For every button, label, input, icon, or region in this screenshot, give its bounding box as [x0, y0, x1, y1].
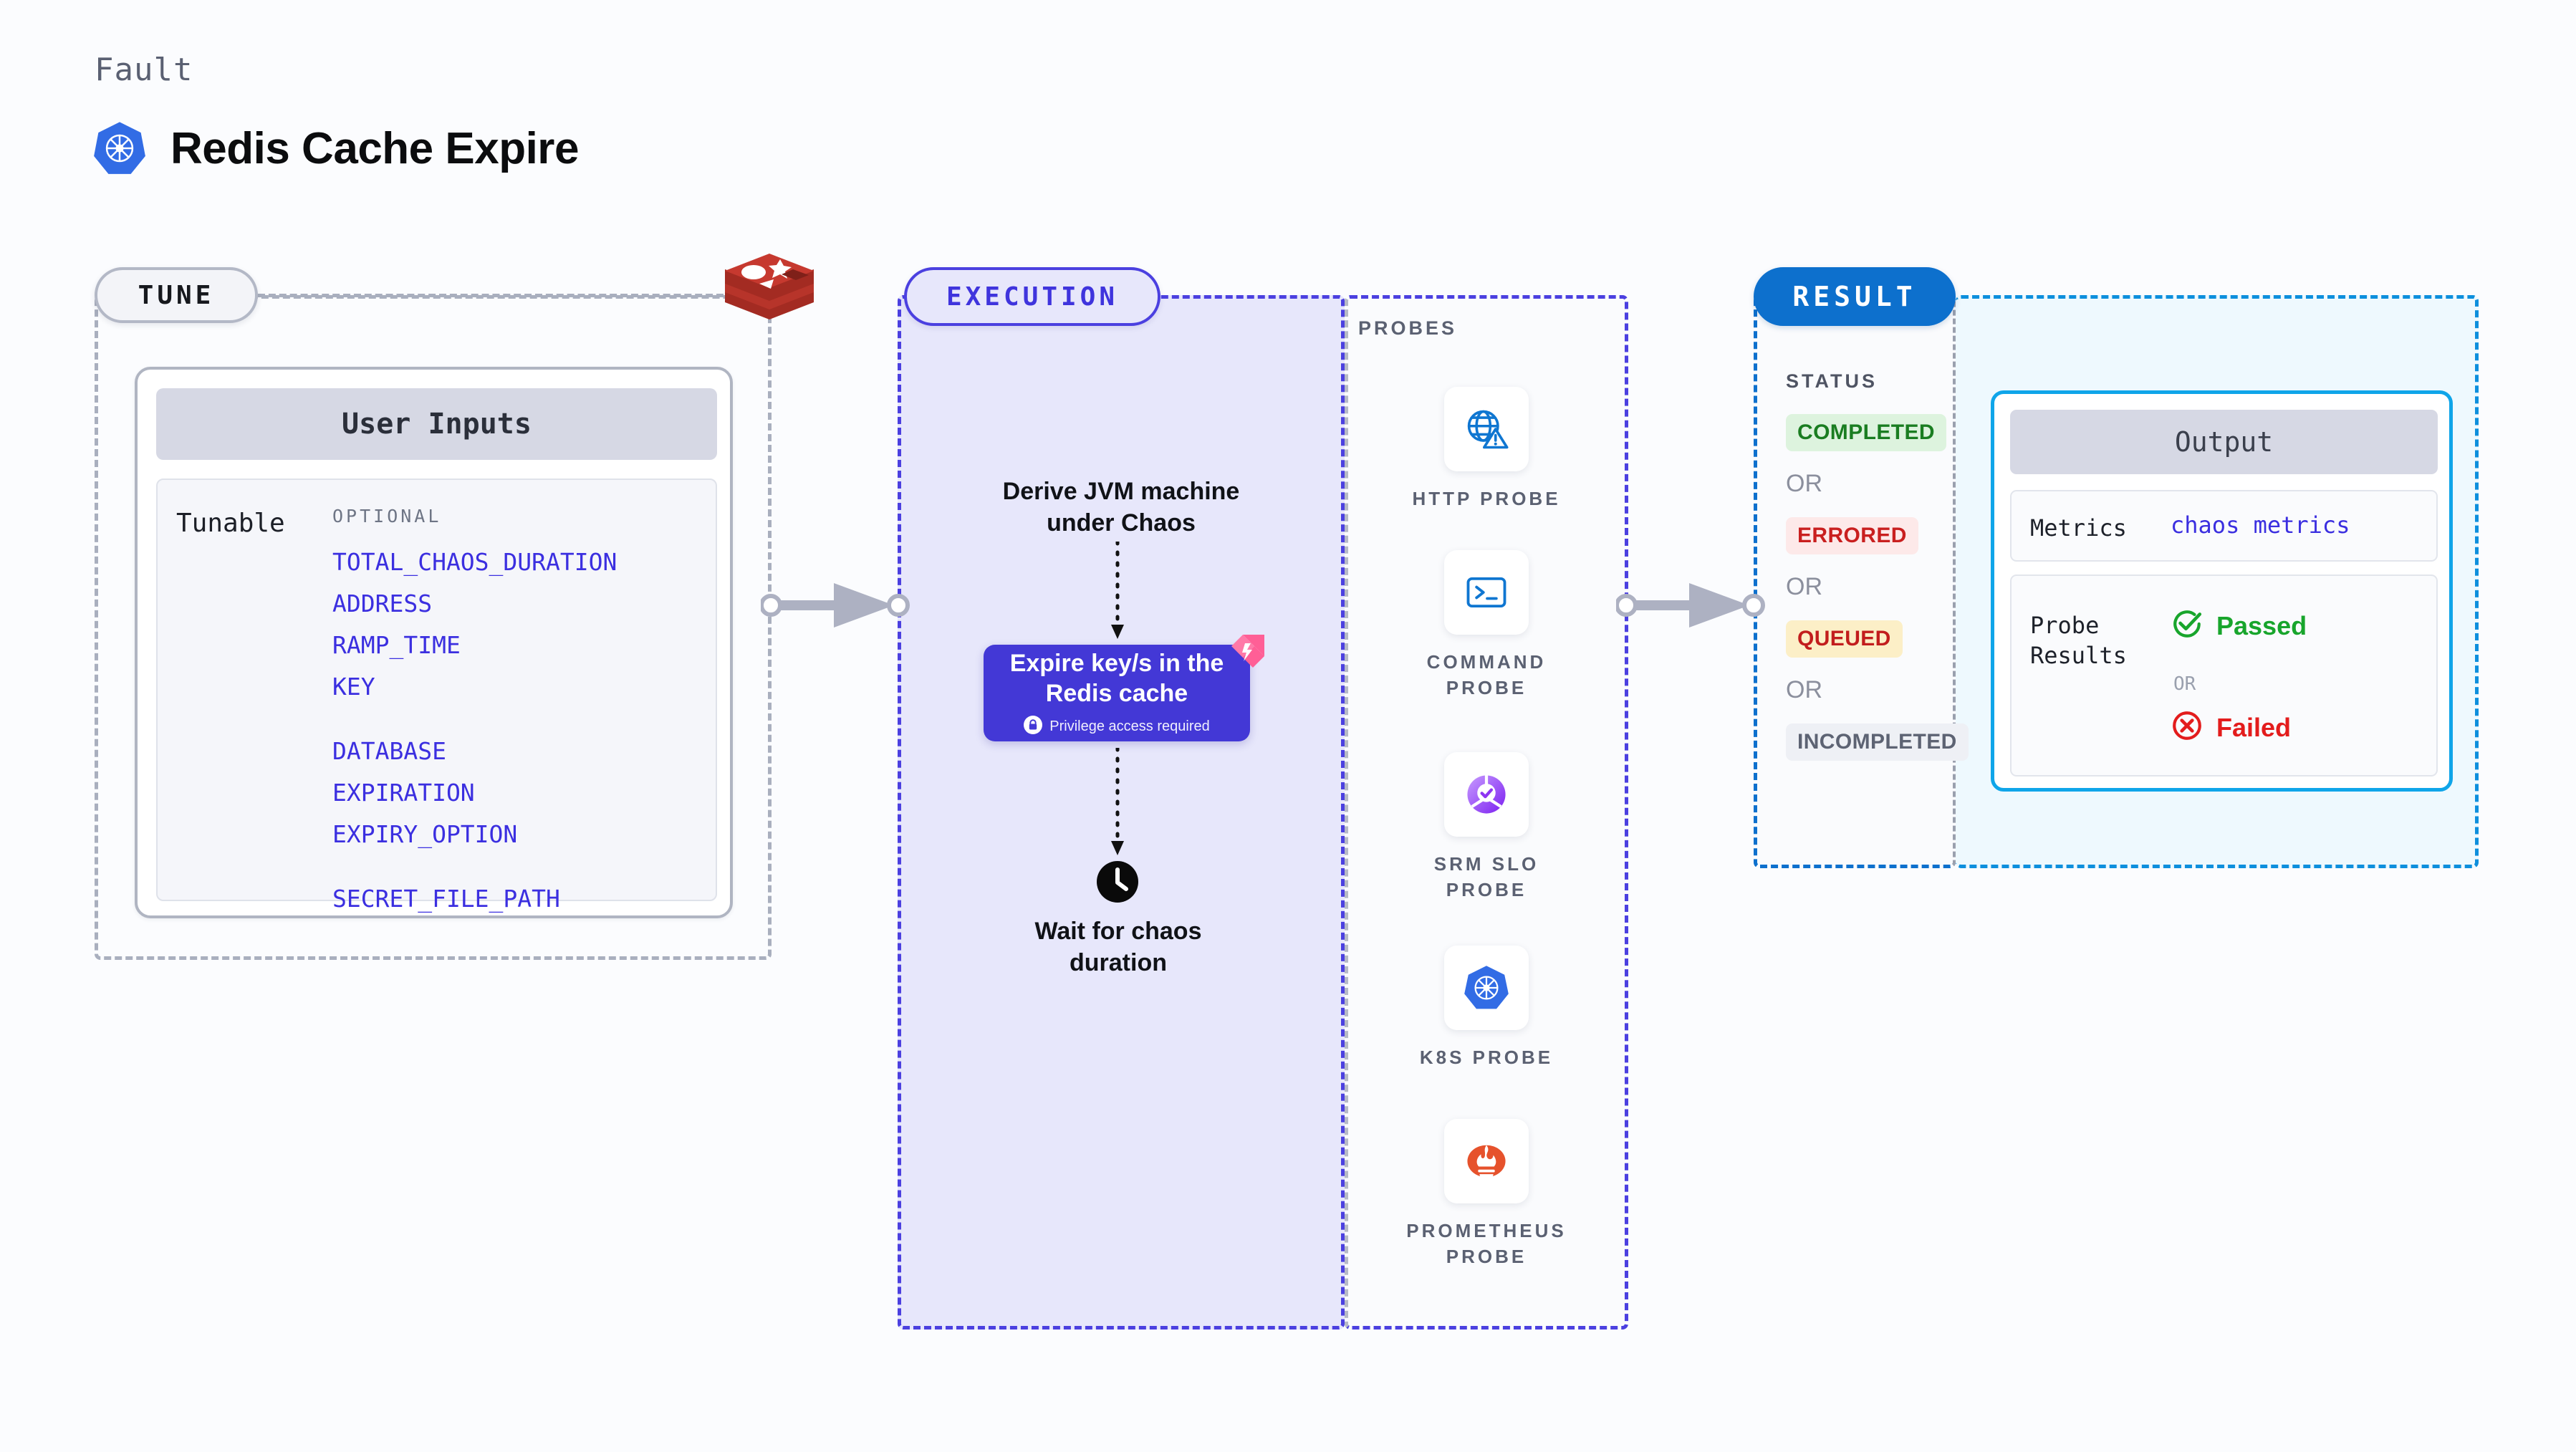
status-or-2: OR: [1786, 573, 1822, 600]
probe-command[interactable]: COMMAND PROBE: [1345, 550, 1628, 701]
tune-connector-line: [258, 294, 724, 297]
probe-label: COMMAND PROBE: [1426, 651, 1547, 698]
list-item[interactable]: TOTAL_CHAOS_DURATION: [332, 548, 617, 576]
list-item[interactable]: RAMP_TIME: [332, 631, 461, 659]
list-item[interactable]: SECRET_FILE_PATH: [332, 885, 560, 913]
terminal-icon: [1444, 550, 1529, 635]
probe-result-passed: Passed: [2171, 607, 2307, 644]
list-item[interactable]: EXPIRY_OPTION: [332, 820, 518, 848]
chaos-action-title: Expire key/s in the Redis cache: [1009, 650, 1224, 707]
status-badge-completed: COMPLETED: [1786, 414, 1946, 451]
output-card-title: Output: [2010, 410, 2438, 474]
probe-http[interactable]: HTTP PROBE: [1345, 387, 1628, 511]
redis-logo: [719, 251, 820, 335]
failed-label: Failed: [2216, 712, 2292, 742]
status-badge-incompleted: INCOMPLETED: [1786, 723, 1969, 761]
probe-label: K8S PROBE: [1419, 1047, 1554, 1068]
status-title: STATUS: [1786, 370, 1878, 392]
status-or-3: OR: [1786, 676, 1822, 703]
metrics-label: Metrics: [2030, 514, 2127, 542]
probe-label: HTTP PROBE: [1412, 488, 1561, 509]
metrics-row: Metrics chaos metrics: [2010, 490, 2438, 562]
optional-group-label: OPTIONAL: [332, 506, 442, 527]
prometheus-icon: [1444, 1119, 1529, 1203]
tunable-row-label: Tunable: [176, 509, 285, 538]
lock-icon: [1024, 716, 1043, 738]
result-pill[interactable]: RESULT: [1754, 267, 1956, 326]
execution-step-two-label: Wait for chaos duration: [1034, 918, 1202, 976]
list-item[interactable]: ADDRESS: [332, 590, 433, 617]
harness-ribbon-icon: [1221, 633, 1266, 678]
execution-pill[interactable]: EXECUTION: [904, 267, 1160, 326]
probe-prometheus[interactable]: PROMETHEUS PROBE: [1345, 1119, 1628, 1269]
user-inputs-card: User Inputs Tunable OPTIONAL TOTAL_CHAOS…: [135, 367, 733, 918]
result-section: [1754, 295, 1956, 868]
kubernetes-icon: [1444, 946, 1529, 1030]
x-circle-icon: [2171, 709, 2203, 746]
chaos-action-card[interactable]: Expire key/s in the Redis cache Privileg…: [984, 645, 1250, 741]
clock-icon: [1095, 860, 1140, 904]
metrics-value[interactable]: chaos metrics: [2171, 511, 2350, 539]
passed-label: Passed: [2216, 610, 2307, 640]
probes-section-title: PROBES: [1358, 317, 1458, 339]
probe-srm-slo[interactable]: SRM SLO PROBE: [1345, 752, 1628, 903]
probe-k8s[interactable]: K8S PROBE: [1345, 946, 1628, 1070]
probe-result-failed: Failed: [2171, 709, 2291, 746]
page-header: Redis Cache Expire: [92, 120, 579, 176]
probe-label: PROMETHEUS PROBE: [1406, 1220, 1567, 1267]
privilege-note: Privilege access required: [1024, 716, 1210, 738]
probe-results-label: Probe Results: [2030, 612, 2127, 669]
kubernetes-icon: [92, 120, 148, 176]
execution-connector-two: [1111, 748, 1124, 855]
arrow-execution-to-result: [1616, 583, 1765, 628]
page-kicker: Fault: [95, 52, 193, 88]
user-inputs-title: User Inputs: [156, 388, 717, 460]
check-circle-icon: [2171, 607, 2203, 644]
tune-pill[interactable]: TUNE: [95, 267, 258, 323]
page-title: Redis Cache Expire: [170, 123, 579, 173]
probe-results-row: Probe Results Passed OR: [2010, 574, 2438, 777]
status-or-1: OR: [1786, 470, 1822, 497]
status-badge-queued: QUEUED: [1786, 620, 1903, 658]
tunable-list: TOTAL_CHAOS_DURATION ADDRESS RAMP_TIME K…: [332, 542, 617, 920]
output-card: Output Metrics chaos metrics Probe Resul…: [1991, 390, 2453, 792]
privilege-note-text: Privilege access required: [1049, 718, 1210, 734]
execution-connector-one: [1111, 542, 1124, 639]
status-badge-errored: ERRORED: [1786, 517, 1918, 554]
list-item[interactable]: EXPIRATION: [332, 779, 475, 807]
probe-result-or: OR: [2173, 673, 2196, 695]
slo-check-icon: [1444, 752, 1529, 837]
execution-step-one-label: Derive JVM machine under Chaos: [1002, 478, 1240, 537]
list-item[interactable]: KEY: [332, 673, 375, 701]
globe-warning-icon: [1444, 387, 1529, 471]
execution-section: [898, 295, 1345, 1330]
arrow-tune-to-execution: [761, 583, 910, 628]
list-item[interactable]: DATABASE: [332, 737, 446, 765]
probe-label: SRM SLO PROBE: [1433, 853, 1539, 900]
user-inputs-body: Tunable OPTIONAL TOTAL_CHAOS_DURATION AD…: [156, 479, 717, 913]
